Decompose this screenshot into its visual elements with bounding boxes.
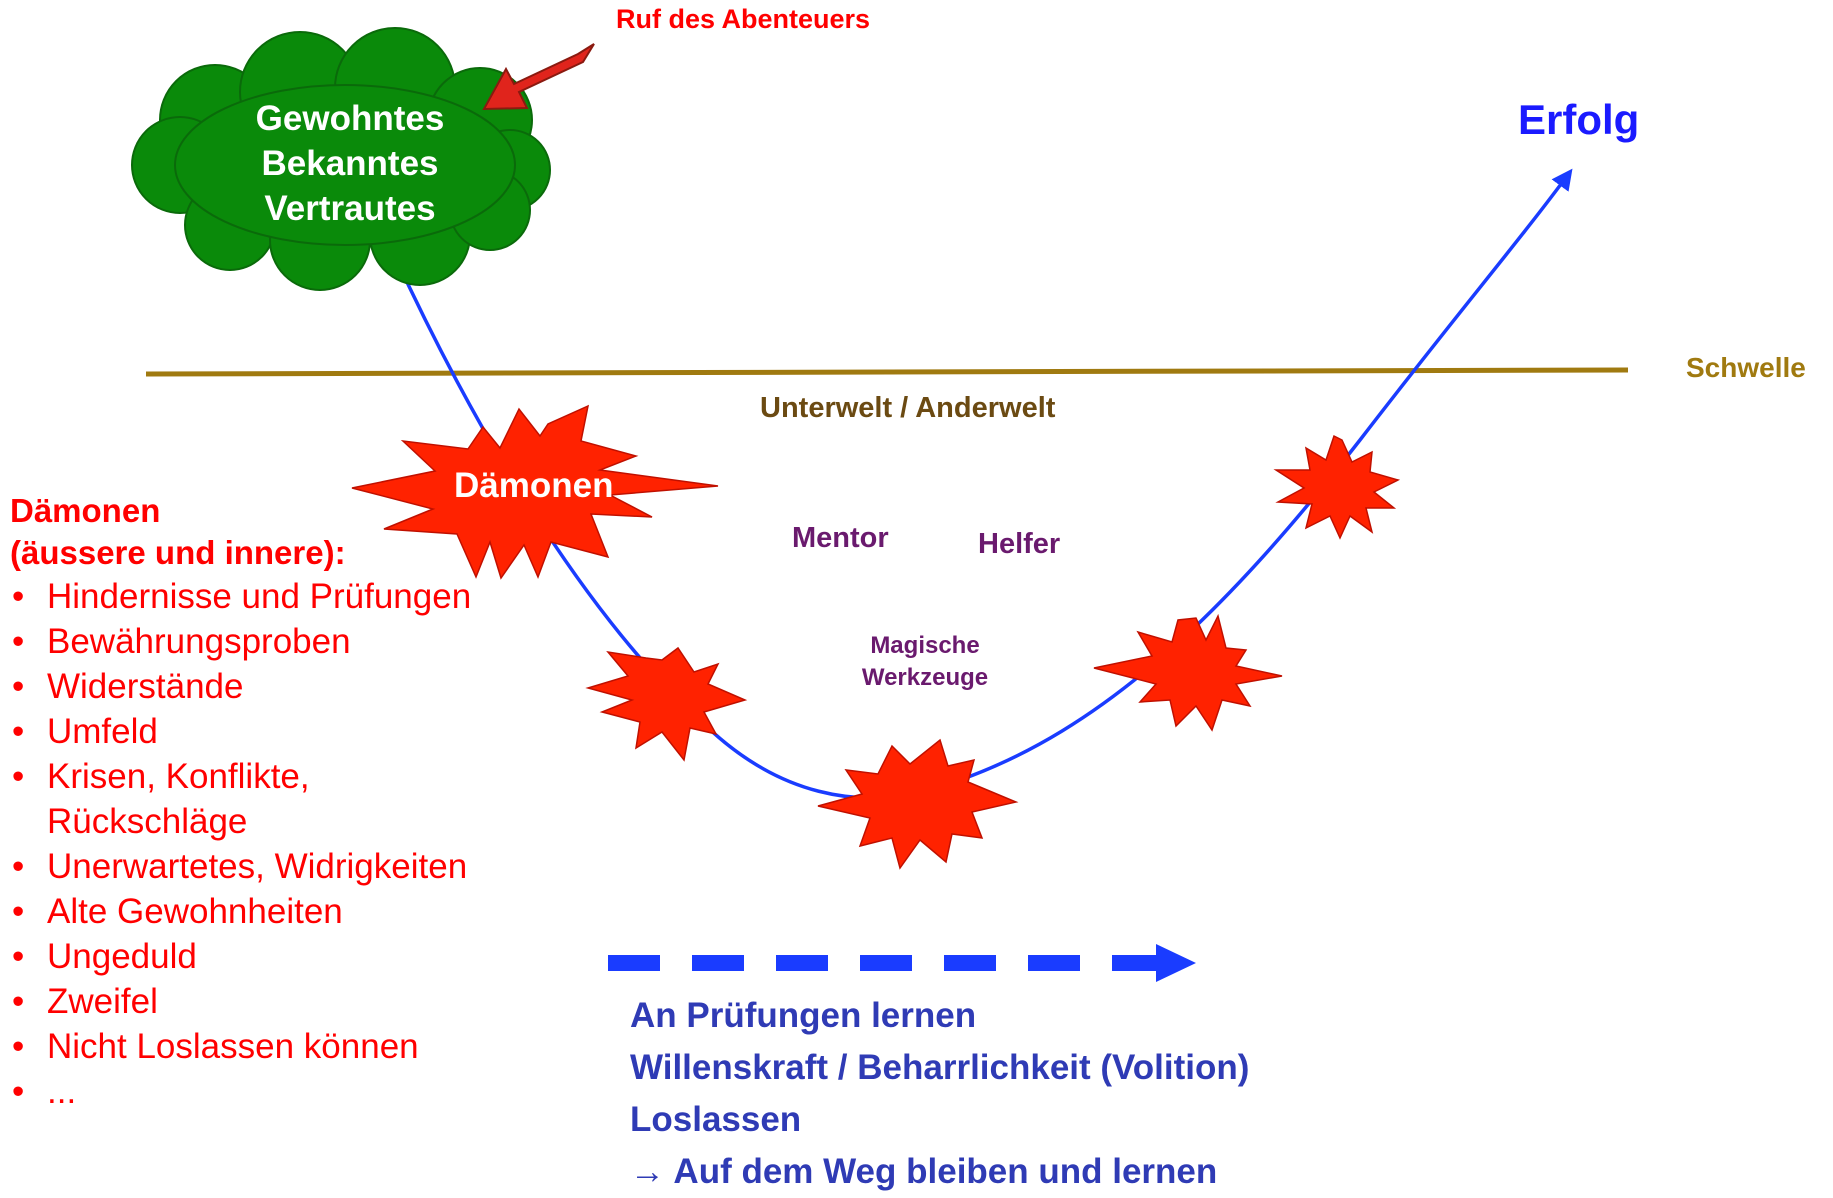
mentor-label: Mentor [792, 522, 889, 554]
demons-heading-line: (äussere und innere): [10, 534, 346, 571]
bullet: • [12, 892, 25, 931]
list-item: • Ungeduld [10, 934, 471, 979]
list-item-text: Alte Gewohnheiten [47, 892, 343, 931]
magic-tools-line: Magische [870, 632, 980, 659]
list-item-text: Hindernisse und Prüfungen [47, 577, 472, 616]
bullet: • [12, 577, 25, 616]
threshold-line [145, 367, 1629, 377]
demon-starburst-2 [817, 738, 1019, 870]
lesson-line: Loslassen [630, 1100, 802, 1139]
demon-starburst-4 [1273, 434, 1401, 540]
bullet: • [12, 622, 25, 661]
bullet: • [12, 712, 25, 751]
cloud-line: Gewohntes [255, 99, 445, 138]
demon-starburst-large [351, 404, 719, 580]
list-item-text: Unerwartetes, Widrigkeiten [47, 847, 468, 886]
magic-tools-label: Magische Werkzeuge [830, 630, 1020, 694]
demon-starburst-1 [585, 646, 748, 762]
list-item: • Hindernisse und Prüfungen [10, 574, 471, 619]
list-item-text: Nicht Loslassen können [47, 1027, 419, 1066]
cloud-line: Bekanntes [261, 144, 439, 183]
lesson-line: → Auf dem Weg bleiben und lernen [630, 1152, 1218, 1191]
lesson-line: Willenskraft / Beharrlichkeit (Volition) [630, 1048, 1250, 1087]
demons-panel: Dämonen (äussere und innere): • Hindernis… [10, 490, 471, 1114]
bullet: • [12, 847, 25, 886]
comfort-zone-cloud [131, 27, 551, 291]
list-item: • Zweifel [10, 979, 471, 1024]
bullet: • [12, 1072, 25, 1111]
list-item: • Umfeld [10, 709, 471, 754]
list-item-text: Bewährungsproben [47, 622, 351, 661]
bullet: • [12, 667, 25, 706]
helper-label: Helfer [978, 528, 1061, 560]
bullet: • [12, 757, 25, 796]
demons-heading: Dämonen (äussere und innere): [10, 490, 471, 574]
bullet: • [12, 982, 25, 1021]
threshold-label: Schwelle [1686, 352, 1806, 383]
list-item-text: Ungeduld [47, 937, 197, 976]
list-item: • Nicht Loslassen können [10, 1024, 471, 1069]
progress-arrow [608, 944, 1196, 982]
comfort-zone-text: Gewohntes Bekanntes Vertrautes [200, 96, 500, 231]
call-to-adventure-label: Ruf des Abenteuers [616, 4, 871, 34]
success-label: Erfolg [1518, 96, 1640, 143]
cloud-line: Vertrautes [264, 189, 436, 228]
lessons-panel: An Prüfungen lernen Willenskraft / Behar… [630, 990, 1249, 1198]
list-item-text: Krisen, Konflikte, Rückschläge [47, 757, 310, 841]
bullet: • [12, 1027, 25, 1066]
list-item-text: Widerstände [47, 667, 244, 706]
list-item: • Krisen, Konflikte, Rückschläge [10, 754, 347, 844]
list-item: • Unerwartetes, Widrigkeiten [10, 844, 471, 889]
list-item-text: ... [47, 1072, 77, 1111]
demon-starburst-3 [1093, 613, 1283, 732]
magic-tools-line: Werkzeuge [861, 664, 989, 691]
demons-heading-line: Dämonen [10, 492, 161, 529]
demons-list: • Hindernisse und Prüfungen • Bewährungspr… [10, 574, 471, 1114]
list-item: • Bewährungsproben [10, 619, 471, 664]
call-to-adventure-arrow [482, 43, 595, 111]
demons-starburst-label: Dämonen [454, 466, 614, 505]
list-item: •... [10, 1069, 471, 1114]
list-item-text: Zweifel [47, 982, 158, 1021]
list-item-text: Umfeld [47, 712, 158, 751]
list-item: • Widerstände [10, 664, 471, 709]
underworld-label: Unterwelt / Anderwelt [760, 392, 1056, 424]
bullet: • [12, 937, 25, 976]
list-item: • Alte Gewohnheiten [10, 889, 471, 934]
lesson-line: An Prüfungen lernen [630, 996, 977, 1035]
